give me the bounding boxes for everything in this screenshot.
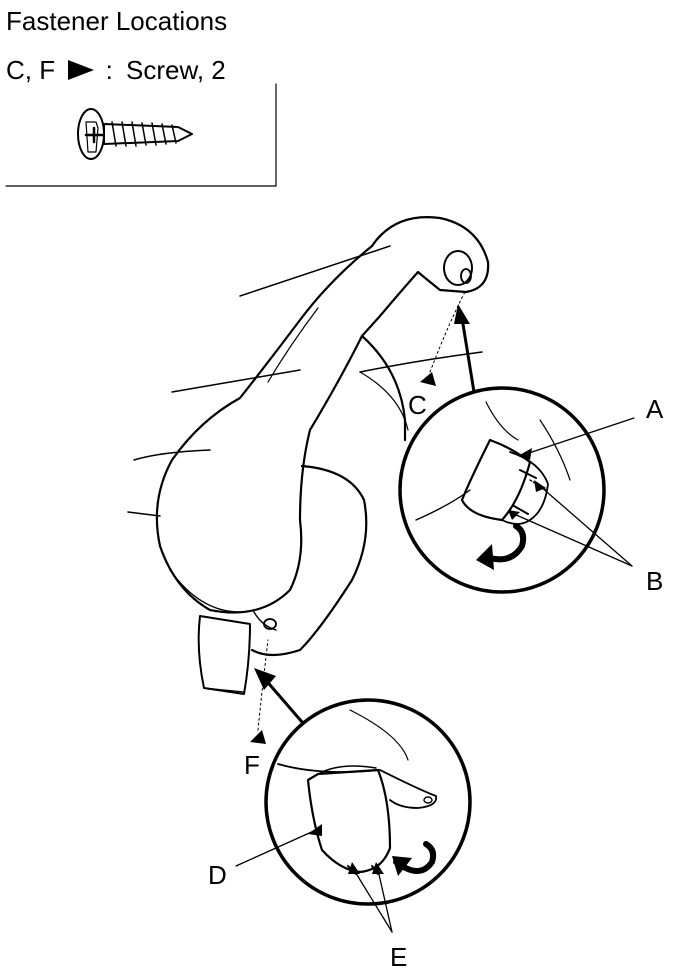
fastener-markers — [250, 372, 436, 744]
arrow-head-lower-icon — [254, 668, 276, 690]
detail-circle-upper — [398, 386, 606, 594]
arrow-head-upper-icon — [454, 304, 470, 324]
grip-handle — [155, 216, 490, 695]
callout-leaders — [235, 417, 635, 933]
curved-arrow-lower-icon — [392, 856, 412, 876]
detail-arrows — [262, 316, 476, 724]
legend-row: C, F : Screw, 2 — [6, 55, 226, 85]
detail-circle-lower — [264, 698, 472, 906]
label-b: B — [646, 566, 664, 596]
legend-description: Screw, 2 — [126, 55, 226, 86]
fastener-f-marker-icon — [250, 730, 266, 744]
triangle-arrow-right-icon — [68, 60, 95, 81]
fastener-c-marker-icon — [420, 372, 436, 386]
label-f: F — [244, 750, 260, 780]
phillips-screw-icon — [77, 108, 193, 160]
fastener-leaders — [257, 289, 467, 731]
legend-codes: C, F — [6, 55, 56, 86]
label-c: C — [408, 390, 427, 420]
label-d: D — [208, 860, 227, 890]
curved-arrow-icon — [476, 544, 494, 570]
legend-separator: : — [105, 55, 113, 86]
label-e: E — [390, 942, 408, 972]
trim-lines — [127, 245, 483, 517]
page-title: Fastener Locations — [6, 6, 228, 36]
legend-box — [5, 83, 277, 187]
label-a: A — [646, 394, 664, 424]
